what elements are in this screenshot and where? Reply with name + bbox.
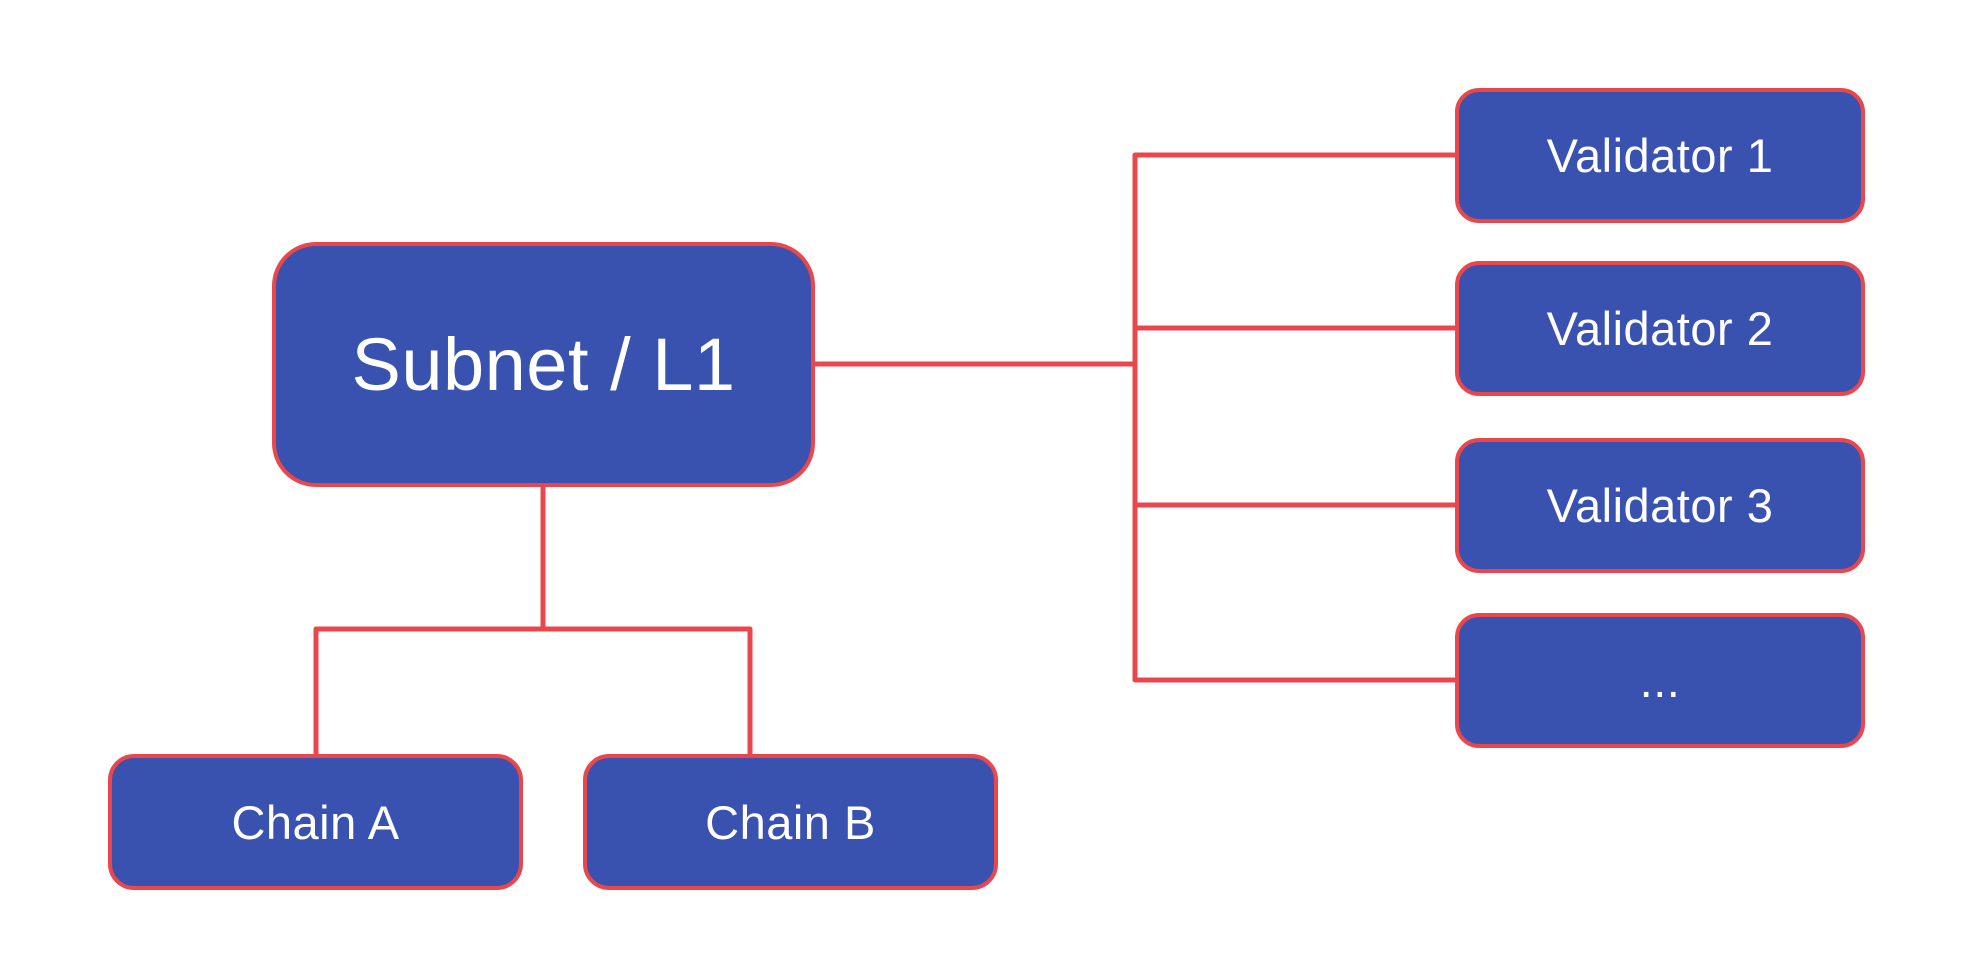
edge-validator-trunk [1132, 152, 1455, 683]
node-validator-more-label: ... [1639, 654, 1681, 707]
node-chain-a-label: Chain A [231, 795, 400, 849]
node-validator-1-label: Validator 1 [1546, 129, 1774, 182]
node-validator-2-label: Validator 2 [1546, 302, 1774, 355]
node-validator-2: Validator 2 [1455, 261, 1865, 396]
node-subnet-l1: Subnet / L1 [272, 242, 815, 487]
node-chain-b: Chain B [583, 754, 998, 890]
node-validator-more: ... [1455, 613, 1865, 748]
node-chain-a: Chain A [108, 754, 523, 890]
node-chain-b-label: Chain B [705, 795, 876, 849]
edge-chain-split [313, 626, 753, 755]
node-validator-1: Validator 1 [1455, 88, 1865, 223]
node-subnet-l1-label: Subnet / L1 [351, 322, 736, 406]
node-validator-3: Validator 3 [1455, 438, 1865, 573]
node-validator-3-label: Validator 3 [1546, 479, 1774, 532]
